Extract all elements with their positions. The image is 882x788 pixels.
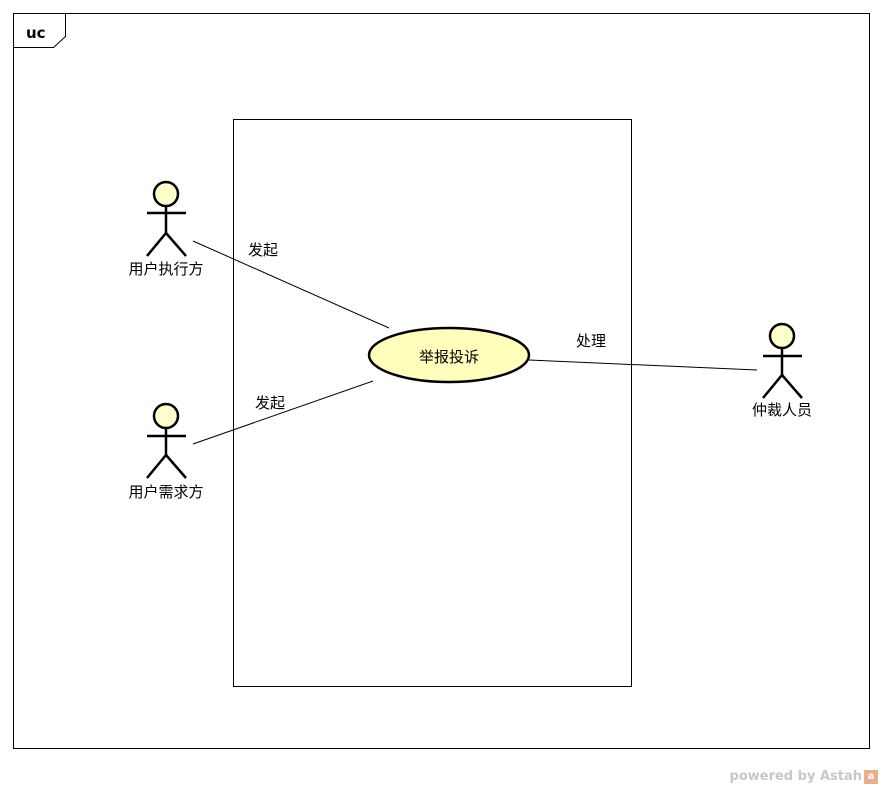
actor-left-leg [146, 454, 167, 479]
association-arbitrator-label: 处理 [576, 332, 606, 350]
astah-logo-icon: a [864, 769, 878, 784]
actor-label: 用户需求方 [128, 483, 203, 501]
association-requester-line[interactable] [192, 380, 374, 445]
frame-label: uc [26, 24, 46, 42]
watermark-text: powered by Astah [729, 769, 862, 784]
association-requester-label: 发起 [255, 394, 285, 412]
astah-watermark: powered by Astah a [730, 769, 878, 784]
actor-user-requester[interactable]: 用户需求方 [128, 402, 204, 501]
association-executor-label: 发起 [248, 241, 278, 259]
actor-head [152, 180, 180, 208]
actor-label: 用户执行方 [128, 260, 203, 278]
actor-left-leg [762, 374, 783, 399]
actor-head [768, 322, 796, 350]
association-executor-line[interactable] [192, 240, 390, 329]
frame-tab [13, 13, 66, 48]
actor-right-leg [165, 454, 187, 479]
diagram-frame [13, 13, 870, 749]
association-arbitrator-line[interactable] [528, 359, 758, 371]
system-boundary[interactable] [233, 119, 632, 687]
actor-label: 仲裁人员 [752, 401, 812, 419]
use-case-report-complaint[interactable]: 举报投诉 [367, 326, 531, 384]
actor-left-leg [146, 232, 167, 257]
actor-right-leg [781, 374, 803, 399]
actor-head [152, 402, 180, 430]
actor-user-executor[interactable]: 用户执行方 [128, 180, 204, 278]
use-case-label: 举报投诉 [419, 348, 479, 366]
actor-right-leg [165, 232, 187, 257]
actor-arbitrator[interactable]: 仲裁人员 [752, 322, 812, 419]
use-case-ellipse[interactable] [367, 326, 531, 384]
